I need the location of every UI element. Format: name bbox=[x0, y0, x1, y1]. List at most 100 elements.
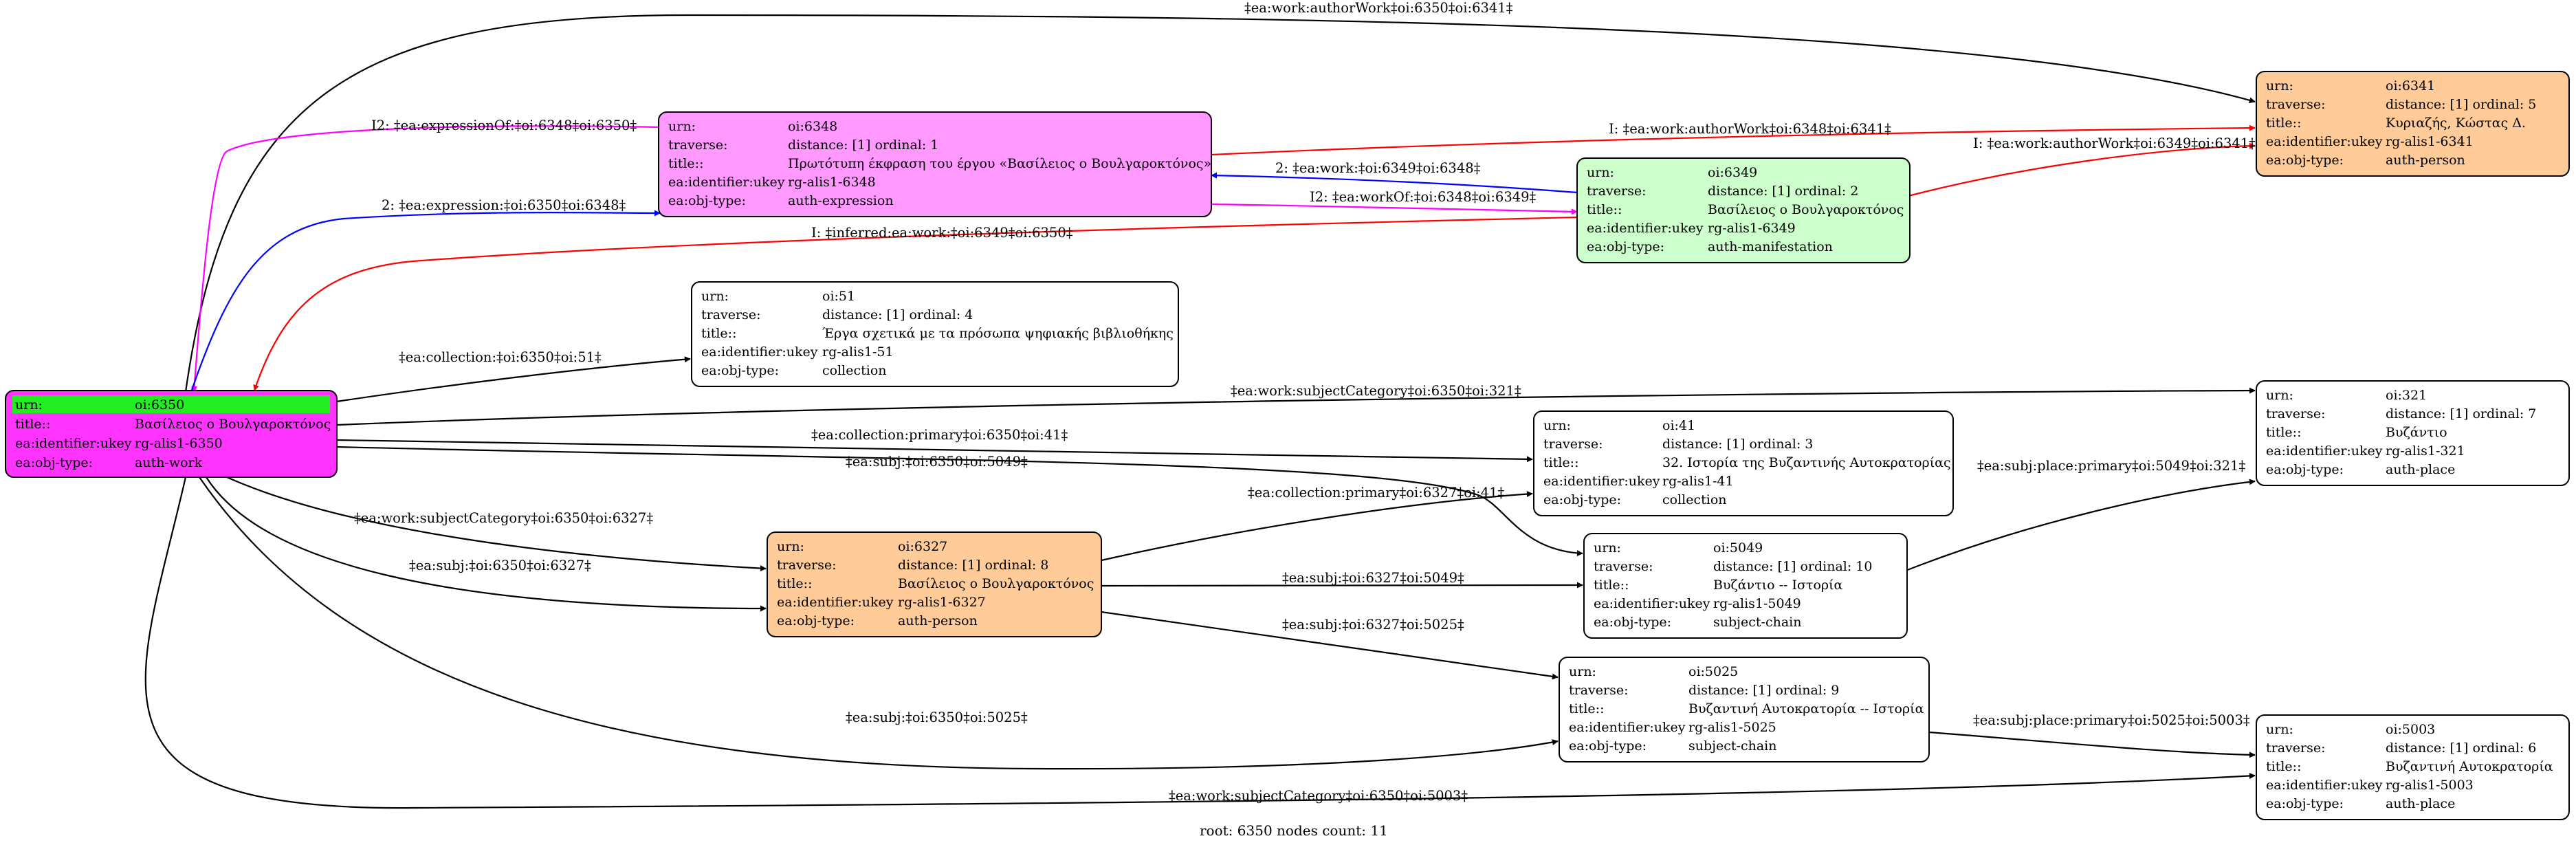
node-41[interactable]: urn: oi:41 traverse: distance: [1] ordin… bbox=[1533, 410, 1954, 516]
node-6348-val-traverse: distance: [1] ordinal: 1 bbox=[788, 138, 938, 153]
node-321-val-urn: oi:321 bbox=[2386, 388, 2427, 403]
node-6348-val-ukey: rg-alis1-6348 bbox=[788, 175, 876, 190]
node-6348-key-urn: urn: bbox=[668, 119, 696, 134]
node-6327-key-title: title:: bbox=[777, 576, 812, 591]
nodes: urn: oi:6350 title:: Βασίλειος ο Βουλγαρ… bbox=[5, 71, 2570, 820]
node-6341-val-ukey: rg-alis1-6341 bbox=[2386, 134, 2474, 149]
edge-label-6348-6349-magenta: I2: ‡ea:workOf:‡oi:6348‡oi:6349‡ bbox=[1310, 189, 1537, 205]
node-41-key-ukey: ea:identifier:ukey bbox=[1543, 474, 1660, 489]
node-41-key-title: title:: bbox=[1543, 455, 1578, 470]
node-6348[interactable]: urn: oi:6348 traverse: distance: [1] ord… bbox=[658, 111, 1212, 217]
node-6349-key-urn: urn: bbox=[1587, 165, 1614, 180]
edge-label-6350-5003: ‡ea:work:subjectCategory‡oi:6350‡oi:5003… bbox=[1169, 788, 1468, 804]
node-6349[interactable]: urn: oi:6349 traverse: distance: [1] ord… bbox=[1576, 157, 1911, 263]
edge-6327-41 bbox=[1101, 491, 1533, 562]
node-6350-val-objtype: auth-work bbox=[135, 455, 203, 470]
node-6327-val-objtype: auth-person bbox=[898, 613, 978, 628]
node-5025-key-objtype: ea:obj-type: bbox=[1569, 738, 1647, 754]
node-5049[interactable]: urn: oi:5049 traverse: distance: [1] ord… bbox=[1583, 533, 1908, 639]
node-321-key-urn: urn: bbox=[2266, 388, 2293, 403]
node-6350[interactable]: urn: oi:6350 title:: Βασίλειος ο Βουλγαρ… bbox=[5, 390, 338, 478]
edge-6350-6327-b bbox=[206, 476, 767, 612]
edge-label-6350-321: ‡ea:work:subjectCategory‡oi:6350‡oi:321‡ bbox=[1231, 383, 1521, 399]
edge-label-6348-6341: I: ‡ea:work:authorWork‡oi:6348‡oi:6341‡ bbox=[1609, 121, 1891, 137]
node-6341-key-title: title:: bbox=[2266, 116, 2301, 131]
node-321-val-title: Βυζάντιο bbox=[2386, 425, 2447, 440]
node-6327-key-traverse: traverse: bbox=[777, 558, 837, 573]
node-41-key-objtype: ea:obj-type: bbox=[1543, 492, 1621, 507]
node-6327-val-title: Βασίλειος ο Βουλγαροκτόνος bbox=[898, 576, 1094, 591]
edge-label-5049-321: ‡ea:subj:place:primary‡oi:5049‡oi:321‡ bbox=[1977, 458, 2245, 474]
node-5049-key-objtype: ea:obj-type: bbox=[1594, 615, 1671, 630]
node-6348-box bbox=[658, 111, 1212, 217]
node-6341-val-title: Κυριαζής, Κώστας Δ. bbox=[2386, 116, 2526, 131]
node-5003-box bbox=[2256, 714, 2570, 820]
node-321-key-objtype: ea:obj-type: bbox=[2266, 462, 2344, 477]
node-5003-val-traverse: distance: [1] ordinal: 6 bbox=[2386, 740, 2536, 756]
node-6350-val-urn: oi:6350 bbox=[135, 397, 184, 413]
node-321-key-title: title:: bbox=[2266, 425, 2301, 440]
node-5025-key-urn: urn: bbox=[1569, 664, 1596, 679]
edge-6348-6349-magenta bbox=[1211, 203, 1578, 215]
node-5025-val-ukey: rg-alis1-5025 bbox=[1688, 720, 1776, 735]
edge-6350-5049 bbox=[336, 446, 1583, 557]
node-5049-key-title: title:: bbox=[1594, 578, 1629, 593]
node-6350-key-title: title:: bbox=[15, 417, 50, 432]
edge-6350-51 bbox=[336, 356, 691, 403]
node-6327[interactable]: urn: oi:6327 traverse: distance: [1] ord… bbox=[767, 531, 1102, 637]
edge-5049-321 bbox=[1905, 479, 2256, 572]
node-6341-val-objtype: auth-person bbox=[2386, 153, 2465, 168]
node-6349-val-ukey: rg-alis1-6349 bbox=[1708, 221, 1796, 236]
edge-6327-5025 bbox=[1101, 611, 1559, 680]
node-41-val-title: 32. Ιστορία της Βυζαντινής Αυτοκρατορίας bbox=[1662, 455, 1951, 470]
edge-label-6327-41: ‡ea:collection:primary‡oi:6327‡oi:41‡ bbox=[1248, 485, 1505, 501]
edge-label-6349-6350: I: ‡inferred:ea:work:‡oi:6349‡oi:6350‡ bbox=[811, 225, 1073, 241]
node-41-key-traverse: traverse: bbox=[1543, 437, 1603, 452]
node-5025-key-title: title:: bbox=[1569, 701, 1604, 716]
node-5003-val-objtype: auth-place bbox=[2386, 796, 2455, 811]
node-5049-val-title: Βυζάντιο -- Ιστορία bbox=[1713, 578, 1843, 593]
node-5025[interactable]: urn: oi:5025 traverse: distance: [1] ord… bbox=[1559, 657, 1930, 762]
node-51-key-objtype: ea:obj-type: bbox=[701, 363, 779, 378]
node-5049-key-traverse: traverse: bbox=[1594, 559, 1653, 574]
node-51-val-traverse: distance: [1] ordinal: 4 bbox=[822, 307, 973, 322]
node-6327-val-urn: oi:6327 bbox=[898, 539, 947, 554]
node-51-key-ukey: ea:identifier:ukey bbox=[701, 344, 818, 360]
edge-6350-321 bbox=[336, 387, 2256, 426]
node-5049-val-urn: oi:5049 bbox=[1713, 540, 1763, 556]
edge-6350-5003 bbox=[144, 476, 2256, 809]
node-5025-key-traverse: traverse: bbox=[1569, 683, 1629, 698]
node-41-val-urn: oi:41 bbox=[1662, 418, 1695, 433]
node-321-val-objtype: auth-place bbox=[2386, 462, 2455, 477]
node-6341[interactable]: urn: oi:6341 traverse: distance: [1] ord… bbox=[2256, 71, 2570, 177]
edge-label-6350-6348-magenta: I2: ‡ea:expressionOf:‡oi:6348‡oi:6350‡ bbox=[371, 118, 637, 133]
node-51-val-urn: oi:51 bbox=[822, 289, 855, 304]
edge-label-6350-6327-a: ‡ea:work:subjectCategory‡oi:6350‡oi:6327… bbox=[354, 510, 653, 526]
node-5049-box bbox=[1583, 533, 1908, 639]
edge-label-6350-41: ‡ea:collection:primary‡oi:6350‡oi:41‡ bbox=[811, 427, 1068, 443]
edge-6349-6350 bbox=[253, 216, 1578, 391]
node-5049-val-traverse: distance: [1] ordinal: 10 bbox=[1713, 559, 1873, 574]
edge-6327-5049 bbox=[1101, 582, 1583, 589]
node-5003[interactable]: urn: oi:5003 traverse: distance: [1] ord… bbox=[2256, 714, 2570, 820]
node-5003-key-urn: urn: bbox=[2266, 722, 2293, 737]
node-6327-val-traverse: distance: [1] ordinal: 8 bbox=[898, 558, 1048, 573]
node-6327-key-objtype: ea:obj-type: bbox=[777, 613, 855, 628]
edge-label-6350-6327-b: ‡ea:subj:‡oi:6350‡oi:6327‡ bbox=[409, 558, 591, 573]
edge-label-5025-5003: ‡ea:subj:place:primary‡oi:5025‡oi:5003‡ bbox=[1973, 712, 2250, 728]
edge-6349-6341 bbox=[1908, 142, 2256, 197]
node-6341-key-objtype: ea:obj-type: bbox=[2266, 153, 2344, 168]
edge-6349-6348-blue bbox=[1211, 172, 1578, 194]
node-51[interactable]: urn: oi:51 traverse: distance: [1] ordin… bbox=[691, 281, 1179, 387]
node-321[interactable]: urn: oi:321 traverse: distance: [1] ordi… bbox=[2256, 380, 2570, 486]
node-6341-key-ukey: ea:identifier:ukey bbox=[2266, 134, 2383, 149]
root-node-count-caption: root: 6350 nodes count: 11 bbox=[1200, 822, 1388, 839]
node-6327-key-ukey: ea:identifier:ukey bbox=[777, 595, 894, 610]
node-41-box bbox=[1533, 410, 1954, 516]
node-6348-val-title: Πρωτότυπη έκφραση του έργου «Βασίλειος ο… bbox=[788, 156, 1211, 171]
edge-6350-5025 bbox=[199, 476, 1559, 770]
node-6341-box bbox=[2256, 71, 2570, 177]
node-5049-val-ukey: rg-alis1-5049 bbox=[1713, 596, 1801, 611]
node-5003-key-title: title:: bbox=[2266, 759, 2301, 774]
node-6350-key-ukey: ea:identifier:ukey bbox=[15, 436, 132, 451]
